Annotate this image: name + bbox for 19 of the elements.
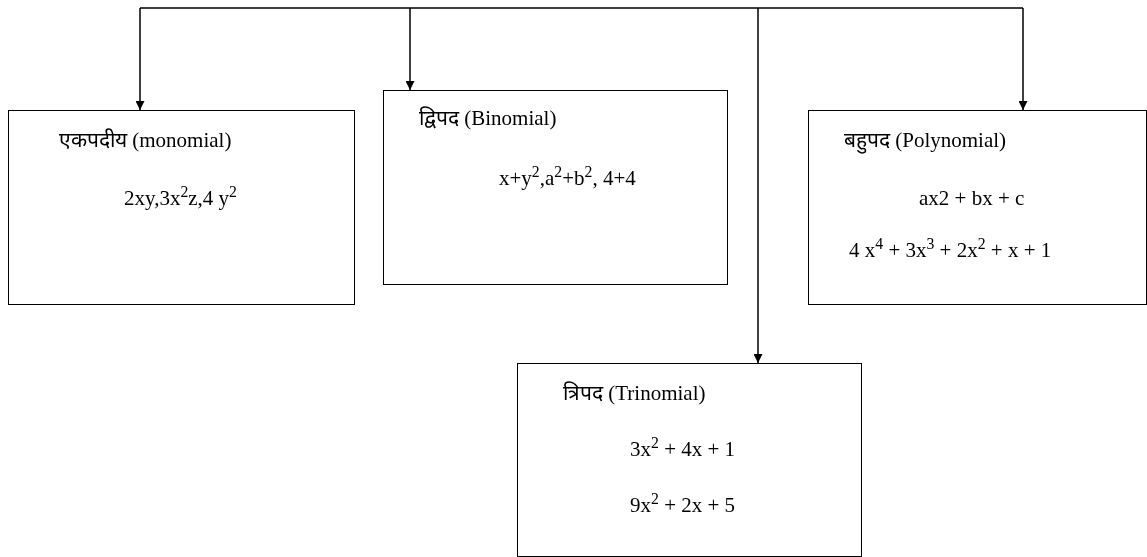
example-expression: ax2 + bx + c: [919, 185, 1025, 212]
category-box: [383, 90, 728, 285]
connector-line: [139, 7, 1024, 9]
example-expression: 2xy,3x$^{2}$z,4 y$^{2}$: [124, 183, 237, 212]
arrow: [1018, 7, 1028, 111]
category-box: [808, 110, 1147, 305]
box-heading: बहुपद (Polynomial): [844, 127, 1007, 156]
example-expression: 9x$^{2}$ + 2x + 5: [630, 490, 736, 519]
arrow: [753, 7, 763, 364]
example-expression: x+y$^{2}$,a$^{2}$+b$^{2}$, 4+4: [499, 163, 636, 192]
example-expression: 4 x$^{4}$ + 3x$^{3}$ + 2x$^{2}$ + x + 1: [849, 235, 1052, 264]
box-heading: एकपदीय (monomial): [59, 127, 232, 154]
box-heading: द्विपद (Binomial): [419, 105, 557, 132]
category-box: [8, 110, 355, 305]
example-expression: 3x$^{2}$ + 4x + 1: [630, 434, 736, 463]
arrow: [135, 7, 145, 111]
box-heading: त्रिपद (Trinomial): [563, 380, 706, 407]
arrow: [405, 7, 415, 91]
category-box: [517, 363, 862, 557]
